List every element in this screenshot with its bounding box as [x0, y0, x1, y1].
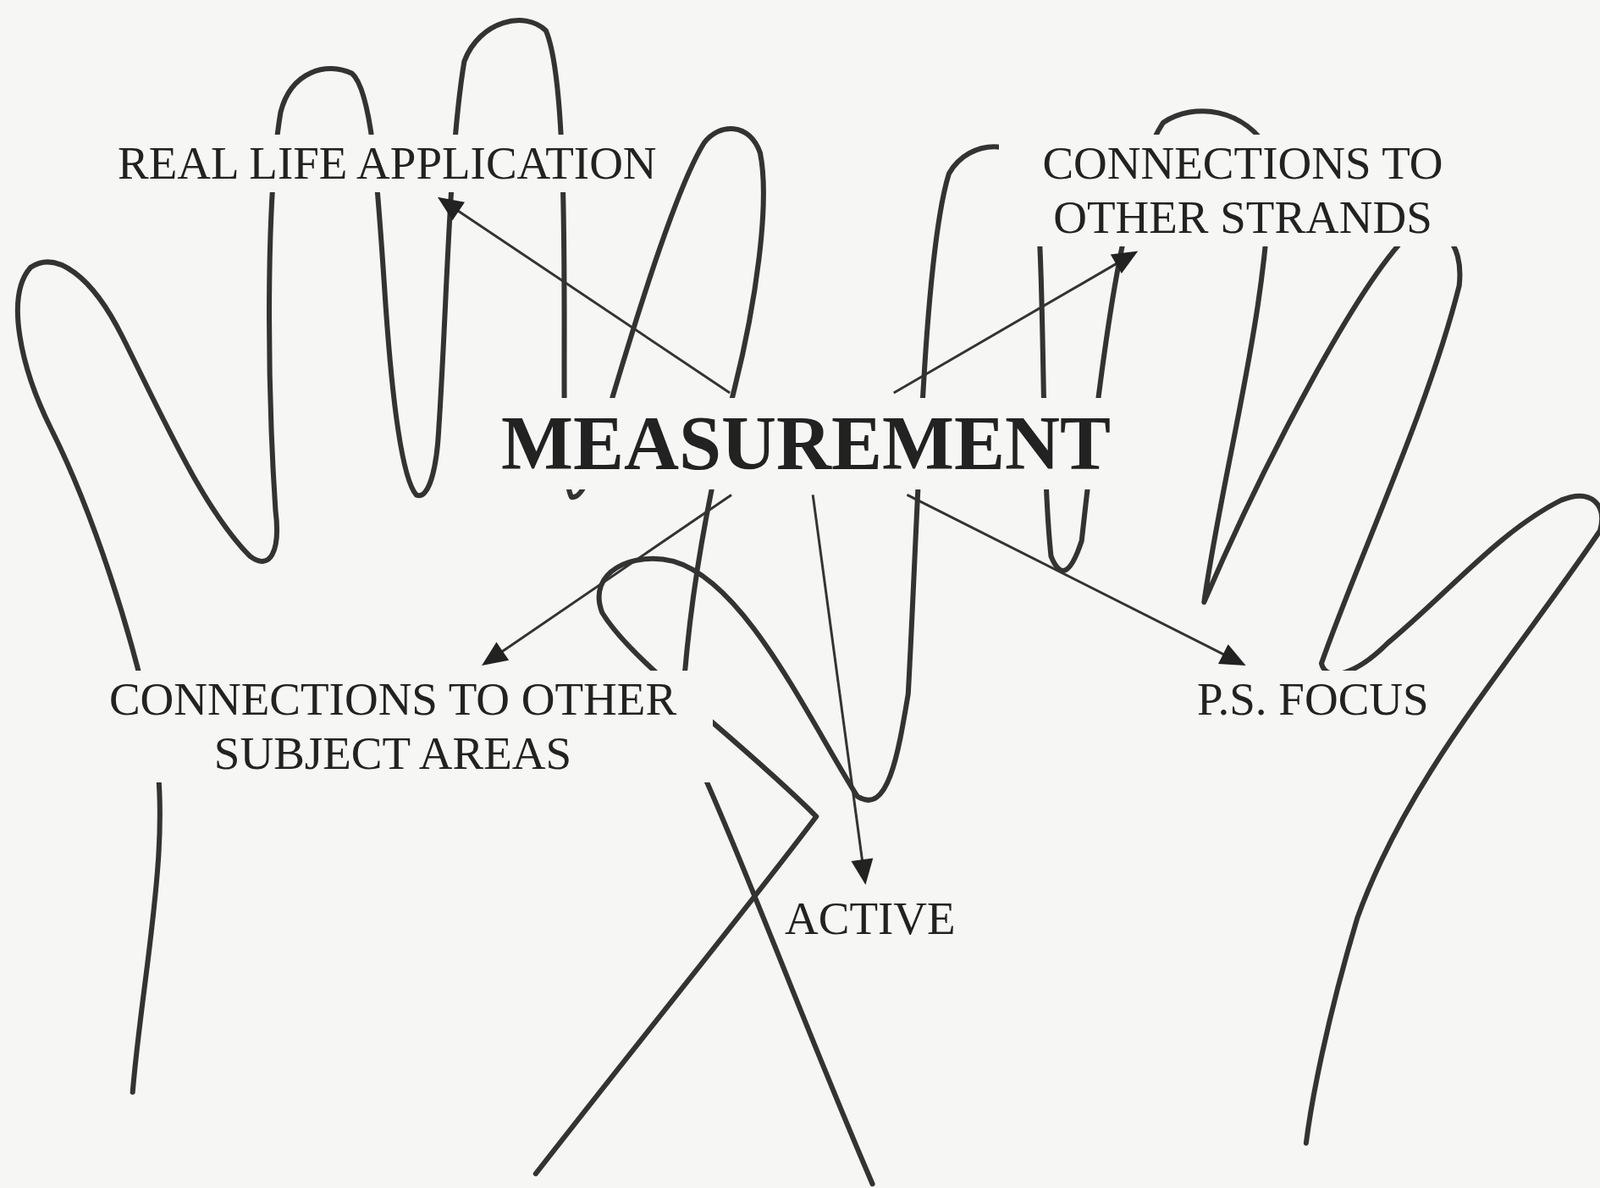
- arrow-head: [481, 641, 509, 666]
- connector-arrow: [906, 494, 1246, 666]
- connector-line: [499, 494, 731, 653]
- left-hand-outline: [17, 20, 873, 1184]
- concept-label: ACTIVE: [777, 889, 963, 948]
- connector-arrow: [893, 251, 1139, 393]
- arrow-head: [851, 858, 874, 885]
- arrow-head: [1218, 644, 1247, 666]
- concept-label: REAL LIFE APPLICATION: [110, 134, 664, 193]
- connector-line: [455, 209, 730, 393]
- connector-arrow: [812, 494, 873, 885]
- connector-line: [893, 262, 1120, 393]
- concept-text: CONNECTIONS TO OTHER SUBJECT AREAS: [79, 672, 707, 781]
- concept-text: ACTIVE: [784, 891, 956, 946]
- connector-arrow: [481, 494, 732, 666]
- arrow-head: [437, 197, 465, 221]
- connector-arrow: [437, 197, 730, 393]
- concept-text: CONNECTIONS TO OTHER STRANDS: [1005, 136, 1480, 245]
- concept-text: REAL LIFE APPLICATION: [117, 136, 657, 191]
- connector-line: [812, 494, 863, 863]
- concept-text: P.S. FOCUS: [1197, 672, 1429, 727]
- concept-label: CONNECTIONS TO OTHER SUBJECT AREAS: [72, 670, 713, 783]
- arrow-head: [1110, 251, 1138, 274]
- central-title: MEASUREMENT: [501, 399, 1111, 488]
- concept-label: CONNECTIONS TO OTHER STRANDS: [998, 134, 1487, 247]
- connector-line: [906, 494, 1226, 656]
- central-concept: MEASUREMENT: [494, 397, 1118, 490]
- right-hand-outline: [535, 110, 1600, 1174]
- concept-label: P.S. FOCUS: [1190, 670, 1436, 729]
